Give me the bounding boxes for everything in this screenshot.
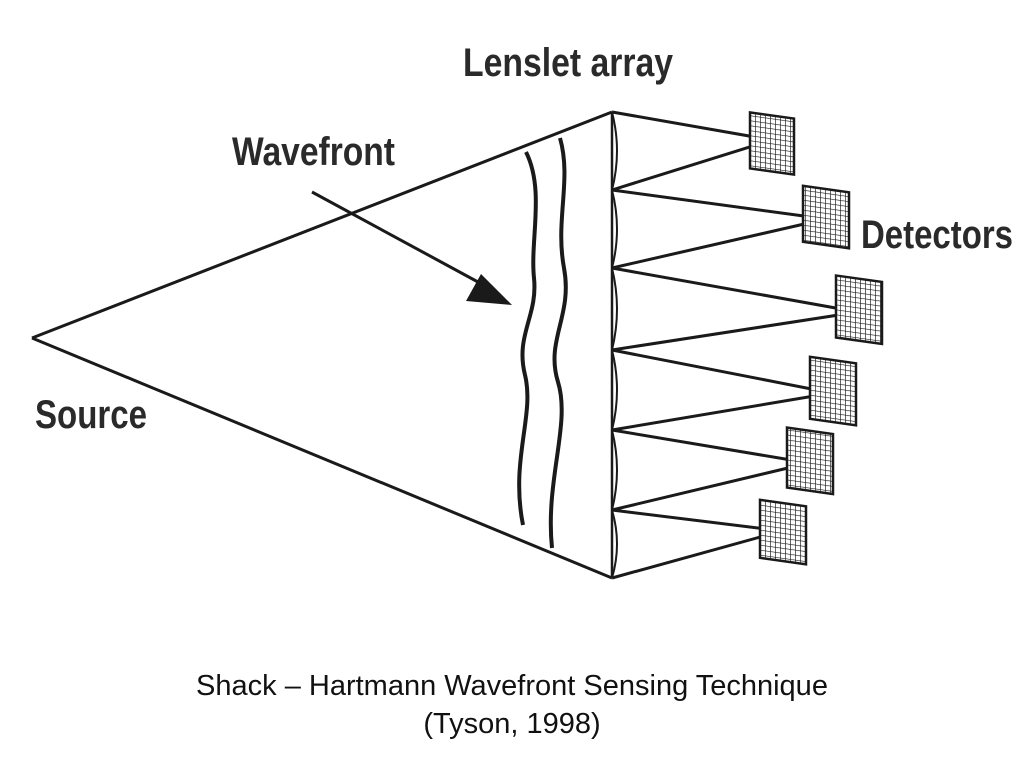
- ray: [611, 310, 859, 352]
- wavefront-label: Wavefront: [232, 130, 395, 174]
- wavefront-arrow-shaft: [311, 190, 479, 284]
- detector: [758, 498, 808, 566]
- ray: [611, 428, 810, 465]
- lenslet: [611, 509, 618, 579]
- wavefront-arrowhead: [466, 274, 512, 305]
- lenslets: [611, 111, 618, 579]
- caption-title: Shack – Hartmann Wavefront Sensing Techn…: [196, 670, 828, 702]
- ray: [611, 138, 773, 192]
- detectors-label: Detectors: [861, 213, 1013, 257]
- source-label: Source: [35, 393, 147, 437]
- lenslet: [611, 349, 618, 431]
- lenslet-array-label: Lenslet array: [463, 41, 674, 85]
- ray: [611, 266, 859, 314]
- detectors: [748, 110, 884, 566]
- ray: [611, 461, 810, 512]
- ray: [611, 529, 783, 580]
- detector: [834, 274, 884, 346]
- lenslet: [611, 267, 618, 351]
- detector: [785, 426, 835, 496]
- detector: [801, 184, 851, 250]
- wavefront-curve-left: [517, 151, 538, 526]
- caption-citation: (Tyson, 1998): [423, 708, 601, 740]
- focusing-rays: [611, 110, 859, 580]
- ray: [611, 348, 833, 395]
- cone-lower-edge: [31, 336, 613, 580]
- detector: [748, 110, 796, 177]
- ray: [611, 188, 827, 221]
- ray: [611, 391, 833, 432]
- lenslet: [611, 429, 618, 511]
- cone-upper-edge: [31, 110, 613, 340]
- lenslet: [611, 189, 618, 269]
- ray: [611, 217, 827, 270]
- ray: [611, 110, 773, 142]
- detector: [808, 355, 858, 427]
- wavefront-curve-right: [548, 137, 568, 549]
- lenslet: [611, 111, 618, 191]
- ray: [611, 508, 783, 533]
